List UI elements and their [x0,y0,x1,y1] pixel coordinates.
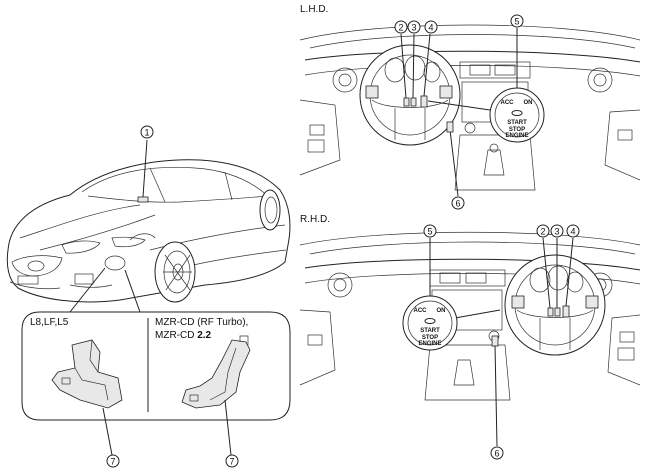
svg-text:ACC: ACC [414,308,428,314]
svg-text:7: 7 [110,457,115,467]
engine-label-a: L8,LF,L5 [30,317,69,328]
lhd-label: L.H.D. [300,4,328,15]
lhd-callout-6: 6 [451,196,465,210]
rhd-start-switch: ACC ON START STOP ENGINE [402,295,458,351]
rhd-callout-2: 2 [536,224,550,238]
svg-text:ACC: ACC [501,100,515,106]
svg-text:ENGINE: ENGINE [418,341,441,347]
lhd-callout-5: 5 [510,14,524,28]
svg-text:1: 1 [144,128,149,138]
lhd-start-switch: ACC ON START STOP ENGINE [489,87,545,143]
svg-text:4: 4 [428,23,433,33]
svg-text:5: 5 [427,227,432,237]
svg-text:STOP: STOP [509,127,525,133]
rhd-callout-6: 6 [490,446,504,460]
rhd-callout-5: 5 [423,224,437,238]
bracket-part-b [181,335,251,456]
lhd-callout-3: 3 [407,20,421,34]
svg-text:6: 6 [494,449,499,459]
callout-1: 1 [140,125,154,139]
detail-box [21,311,291,421]
callout-7a: 7 [106,454,120,468]
svg-text:7: 7 [229,457,234,467]
svg-text:2: 2 [540,227,545,237]
svg-text:3: 3 [411,23,416,33]
rhd-dashboard [299,231,641,447]
lhd-callout-4: 4 [424,20,438,34]
svg-text:ON: ON [524,100,533,106]
rhd-callout-3: 3 [550,224,564,238]
callout-7b: 7 [225,454,239,468]
engine-label-b-line1: MZR-CD (RF Turbo), [155,317,248,328]
svg-text:6: 6 [455,199,460,209]
engine-label-b-line2: MZR-CD 2.2 [155,330,212,341]
svg-text:ON: ON [437,308,446,314]
rhd-label: R.H.D. [300,214,330,225]
svg-text:STOP: STOP [422,335,438,341]
svg-text:2: 2 [398,23,403,33]
svg-text:ENGINE: ENGINE [505,133,528,139]
svg-text:START: START [507,120,527,126]
lhd-dashboard [299,24,641,197]
svg-text:3: 3 [554,227,559,237]
bracket-part-a [51,339,123,456]
svg-text:4: 4 [570,227,575,237]
rhd-callout-4: 4 [566,224,580,238]
svg-text:START: START [420,328,440,334]
lhd-callout-2: 2 [394,20,408,34]
svg-text:5: 5 [514,17,519,27]
car-illustration [6,139,291,313]
